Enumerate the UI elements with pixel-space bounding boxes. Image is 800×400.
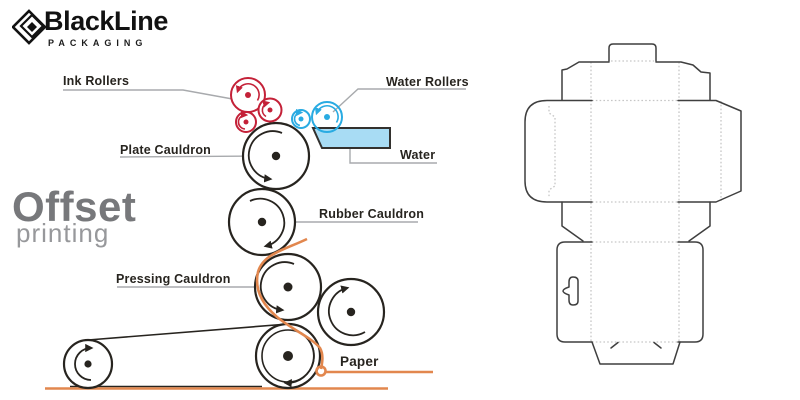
- dieline-bottom-panel-left: [556, 241, 593, 343]
- box-dieline-graphic: [524, 43, 742, 365]
- dieline-bottom-panel-right: [677, 241, 704, 343]
- leader-water-rollers: [332, 88, 466, 113]
- press-diagram-graphic: [45, 77, 466, 390]
- headline-title: Offset: [12, 183, 137, 230]
- dieline-left-wing: [524, 99, 593, 203]
- dieline-slit-right: [653, 341, 662, 349]
- dieline-hang-slot: [562, 276, 579, 306]
- logo-brand-text: BlackLine: [44, 6, 168, 36]
- logo: BlackLine PACKAGING: [0, 0, 200, 56]
- label-pressing-cauldron: Pressing Cauldron: [116, 272, 231, 286]
- dieline-right-wing: [677, 99, 742, 203]
- belt-top: [87, 323, 289, 341]
- label-ink-rollers: Ink Rollers: [63, 74, 130, 88]
- dieline-slit-left: [610, 341, 619, 349]
- paper-exit-ring: [315, 365, 327, 377]
- label-water-rollers: Water Rollers: [386, 75, 469, 89]
- logo-diamond-icon: [12, 9, 47, 45]
- dieline-bottom-lid-right: [688, 201, 711, 242]
- logo-tagline-text: PACKAGING: [48, 38, 148, 48]
- headline-subtitle: printing: [16, 218, 110, 248]
- paper-path: [255, 237, 324, 370]
- label-paper: Paper: [340, 354, 379, 369]
- dieline-tuck-tab: [608, 43, 657, 62]
- dieline-bottom-lid-left: [561, 201, 584, 242]
- leader-ink-rollers: [63, 89, 239, 101]
- label-rubber-cauldron: Rubber Cauldron: [319, 207, 425, 221]
- label-water: Water: [400, 148, 436, 162]
- dieline-lid-left: [561, 61, 610, 101]
- dieline-lid-right: [655, 61, 711, 101]
- water-tray: [311, 127, 391, 149]
- water-roller-large: [311, 101, 343, 133]
- dieline-bottom-tuck-flap: [591, 341, 681, 365]
- label-plate-cauldron: Plate Cauldron: [120, 143, 212, 157]
